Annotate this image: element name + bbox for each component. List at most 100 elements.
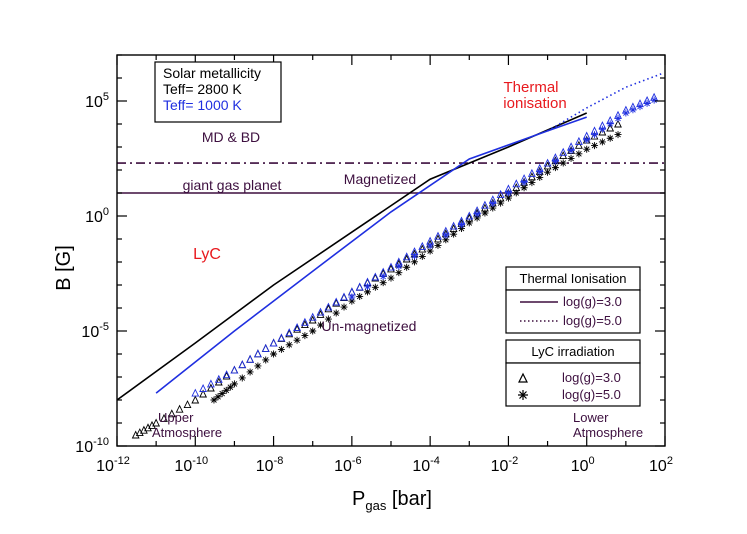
series-marker bbox=[222, 370, 231, 379]
legend-thermal-entries-box bbox=[505, 289, 641, 334]
series-marker bbox=[269, 338, 278, 347]
series-marker bbox=[324, 304, 333, 313]
annotation-lyc: LyC bbox=[193, 246, 221, 263]
annotation-upper-atmosphere: Upper Atmosphere bbox=[152, 410, 222, 440]
series-marker bbox=[449, 221, 458, 230]
series-marker bbox=[210, 396, 218, 404]
series-marker bbox=[253, 349, 262, 358]
series-marker bbox=[614, 119, 622, 128]
series-marker bbox=[254, 362, 262, 370]
series-marker bbox=[418, 252, 426, 260]
series-marker bbox=[512, 179, 521, 188]
series-marker bbox=[650, 96, 658, 104]
series-marker bbox=[308, 312, 317, 321]
x-tick-label-base: 10 bbox=[256, 458, 274, 475]
series-marker bbox=[277, 345, 285, 353]
series-marker bbox=[473, 214, 481, 222]
x-axis-label-unit: [bar] bbox=[386, 488, 432, 510]
y-tick-label-exponent: 5 bbox=[103, 91, 109, 103]
y-tick-label-base: 10 bbox=[75, 439, 93, 456]
series-marker bbox=[402, 252, 411, 261]
series-marker bbox=[199, 389, 208, 398]
legend-lyc-entry-5: log(g)=5.0 bbox=[562, 387, 621, 402]
x-tick-label-base: 10 bbox=[412, 458, 430, 475]
series-6 bbox=[348, 96, 658, 301]
series-marker bbox=[606, 123, 615, 132]
annotation-thermal: Thermal ionisation bbox=[503, 79, 566, 112]
series-marker bbox=[512, 189, 520, 197]
annotation-unmagnetized: Un-magnetized bbox=[322, 318, 417, 334]
series-marker bbox=[277, 333, 286, 342]
series-marker bbox=[622, 109, 630, 117]
series-line bbox=[547, 73, 662, 132]
series-marker bbox=[559, 159, 567, 167]
legend-metallicity-title: Solar metallicity bbox=[163, 65, 261, 81]
series-marker bbox=[332, 309, 340, 317]
series-marker bbox=[175, 404, 184, 413]
series-marker bbox=[230, 380, 238, 388]
series-marker bbox=[574, 136, 583, 145]
series-marker bbox=[309, 327, 317, 335]
x-tick-label-base: 10 bbox=[96, 458, 114, 475]
series-marker bbox=[355, 282, 364, 291]
y-tick-label-exponent: -10 bbox=[93, 436, 109, 448]
y-tick-label-base: 10 bbox=[85, 94, 103, 111]
series-marker bbox=[636, 103, 644, 111]
x-tick-label-exponent: -12 bbox=[114, 455, 130, 467]
x-tick-label: 10-12 bbox=[96, 455, 130, 475]
series-marker bbox=[356, 292, 364, 300]
series-marker bbox=[222, 371, 231, 380]
series-marker bbox=[426, 242, 434, 250]
series-marker bbox=[567, 154, 575, 162]
x-tick-label: 10-4 bbox=[412, 455, 440, 475]
x-tick-label-exponent: -10 bbox=[192, 455, 208, 467]
x-tick-label: 10-10 bbox=[174, 455, 208, 475]
series-marker bbox=[206, 383, 215, 392]
y-tick-label: 10-5 bbox=[81, 321, 109, 341]
series-marker bbox=[332, 298, 341, 307]
series-marker bbox=[206, 379, 215, 388]
series-marker bbox=[465, 219, 473, 227]
series-marker bbox=[230, 365, 239, 374]
x-axis-label: Pgas [bar] bbox=[352, 488, 432, 513]
legend-metallicity-box bbox=[154, 61, 282, 123]
y-tick-label-exponent: 0 bbox=[103, 206, 109, 218]
series-marker bbox=[551, 164, 559, 172]
annotation-thermal-line2: ionisation bbox=[503, 95, 566, 112]
x-tick-label-base: 10 bbox=[174, 458, 192, 475]
series-marker bbox=[300, 320, 309, 329]
series-marker bbox=[191, 395, 200, 404]
x-tick-label-base: 10 bbox=[649, 458, 667, 475]
series-marker bbox=[222, 386, 230, 394]
series-marker bbox=[504, 194, 512, 202]
series-marker bbox=[387, 262, 395, 271]
legend-metallicity-entry-1000: Teff= 1000 K bbox=[163, 97, 242, 113]
series-marker bbox=[591, 131, 599, 139]
series-marker bbox=[214, 393, 222, 401]
series-marker bbox=[520, 178, 528, 186]
series-marker bbox=[285, 329, 294, 338]
series-marker bbox=[285, 328, 294, 337]
series-marker bbox=[199, 383, 208, 392]
series-marker bbox=[614, 131, 622, 139]
legend-thermal-title: Thermal Ionisation bbox=[520, 271, 627, 286]
series-marker bbox=[387, 264, 395, 273]
series-marker bbox=[575, 150, 583, 158]
series-marker bbox=[218, 390, 226, 398]
series-marker bbox=[246, 368, 254, 376]
series-marker bbox=[536, 173, 544, 181]
series-marker bbox=[371, 283, 379, 291]
series-marker bbox=[379, 279, 387, 287]
series-marker bbox=[418, 244, 427, 253]
series-marker bbox=[434, 231, 442, 240]
series-marker bbox=[152, 418, 161, 427]
series-marker bbox=[457, 225, 465, 233]
annotation-lower-line2: Atmosphere bbox=[573, 425, 643, 440]
annotation-upper-line2: Atmosphere bbox=[152, 425, 222, 440]
series-marker bbox=[270, 350, 278, 358]
series-marker bbox=[574, 140, 583, 149]
legend-lyc-entries-box bbox=[505, 362, 641, 407]
x-axis-label-main: P bbox=[352, 488, 365, 510]
series-marker bbox=[497, 199, 505, 207]
